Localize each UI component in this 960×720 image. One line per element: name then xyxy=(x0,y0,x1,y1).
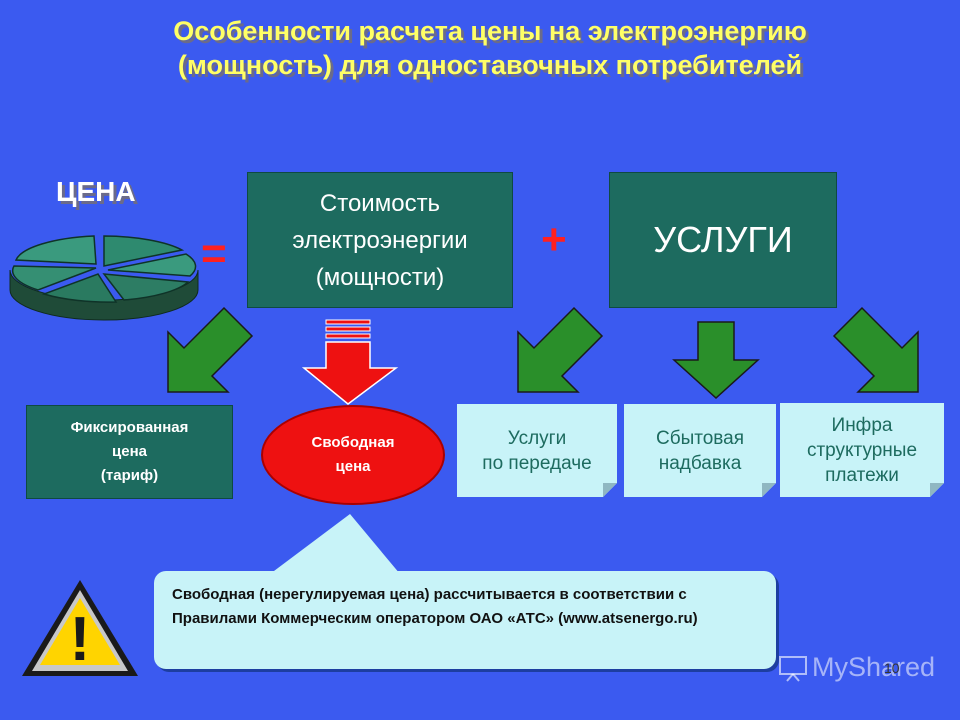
arrow-to-markup xyxy=(672,321,760,400)
presentation-icon xyxy=(779,655,807,682)
note-line-2: структурные xyxy=(806,439,918,461)
arrow-to-transmission xyxy=(517,306,604,393)
equals-sign: = xyxy=(201,229,227,278)
fixed-line-1: Фиксированная xyxy=(70,419,189,436)
plus-sign: + xyxy=(541,215,567,264)
note-line-1: Услуги xyxy=(507,427,567,449)
free-price-callout: Свободная (нерегулируемая цена) рассчиты… xyxy=(154,571,776,669)
arrow-to-infrastructure xyxy=(832,306,919,393)
note-line-3: платежи xyxy=(825,464,899,486)
note-fold-3 xyxy=(930,483,944,497)
arrow-to-free-price xyxy=(302,319,399,405)
free-line-1: Свободная xyxy=(311,434,395,451)
services-box: УСЛУГИ xyxy=(609,172,837,308)
arrow-to-fixed-price xyxy=(167,306,254,393)
note-line-2: надбавка xyxy=(658,452,742,474)
note-fold-1 xyxy=(603,483,617,497)
sales-markup-note: Сбытовая надбавка xyxy=(624,404,776,497)
title-line-2: (мощность) для одноставочных потребителе… xyxy=(177,50,803,80)
note-fold-2 xyxy=(762,483,776,497)
free-price-ellipse: Свободная цена xyxy=(261,405,445,505)
cost-line-3: (мощности) xyxy=(315,263,445,291)
note-line-2: по передаче xyxy=(482,452,592,474)
price-label: ЦЕНА xyxy=(56,176,136,207)
electricity-cost-box: Стоимость электроэнергии (мощности) xyxy=(247,172,513,308)
fixed-line-2: цена xyxy=(112,443,147,460)
infrastructure-payments-note: Инфра структурные платежи xyxy=(780,403,944,497)
watermark-text: MyShared xyxy=(812,652,936,682)
note-line-1: Сбытовая xyxy=(655,427,745,449)
pie-chart-icon xyxy=(9,235,199,321)
warning-triangle-icon: ! xyxy=(22,580,138,676)
note-line-1: Инфра xyxy=(831,414,893,436)
fixed-price-box: Фиксированная цена (тариф) xyxy=(26,405,233,499)
free-line-2: цена xyxy=(335,458,371,475)
title-line-1: Особенности расчета цены на электроэнерг… xyxy=(173,16,807,46)
fixed-line-3: (тариф) xyxy=(100,467,159,484)
callout-pointer xyxy=(270,514,400,574)
watermark: MyShared xyxy=(778,652,935,683)
cost-line-1: Стоимость xyxy=(319,189,441,217)
warning-exclamation: ! xyxy=(70,605,91,674)
transmission-services-note: Услуги по передаче xyxy=(457,404,617,497)
slide-title: Особенности расчета цены на электроэнерг… xyxy=(60,14,920,82)
page-number: 10 xyxy=(884,660,900,676)
cost-line-2: электроэнергии xyxy=(292,226,468,254)
